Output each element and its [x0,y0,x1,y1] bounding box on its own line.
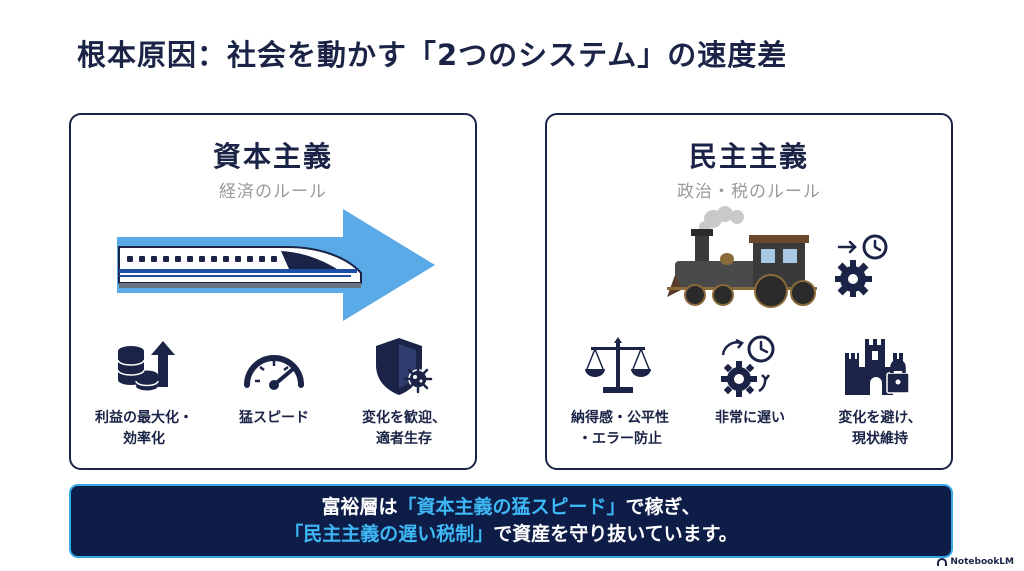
feature-status-quo: 変化を避け、 現状維持 [838,410,922,447]
democracy-panel: 民主主義 政治・税のルール [545,113,953,470]
capitalism-subtitle: 経済のルール [219,182,327,202]
bullet-train-icon [118,246,362,288]
democracy-subtitle: 政治・税のルール [677,182,821,202]
gear-clock-arrows-icon [721,335,775,397]
page-title: 根本原因：社会を動かす「2つのシステム」の速度差 [77,38,788,72]
capitalism-panel: 資本主義 経済のルール [69,113,477,470]
banner-line-1: 富裕層は「資本主義の猛スピード」で稼ぎ、 [321,496,701,518]
feature-very-slow: 非常に遅い [715,410,785,426]
feature-welcome-change: 変化を歓迎、 適者生存 [362,410,446,447]
castle-lock-icon [845,339,910,395]
balance-scale-icon [585,337,651,393]
shield-virus-icon [376,338,433,395]
democracy-title: 民主主義 [688,140,809,173]
notebooklm-brand: NotebookLM [937,557,1014,567]
speedometer-icon [244,355,304,390]
bullet-train-illustration [117,209,435,321]
steam-locomotive-icon [667,206,817,308]
feature-fairness: 納得感・公平性 ・エラー防止 [571,410,669,447]
notebooklm-logo-icon [937,558,948,566]
coins-growth-icon [117,341,175,391]
feature-profit-maximization: 利益の最大化・ 効率化 [95,410,193,447]
banner-line-2: 「民主主義の遅い税制」で資産を守り抜いています。 [284,523,738,545]
summary-banner: 富裕層は「資本主義の猛スピード」で稼ぎ、 「民主主義の遅い税制」で資産を守り抜い… [71,486,951,556]
feature-high-speed: 猛スピード [239,410,309,426]
capitalism-title: 資本主義 [212,140,333,173]
gear-clock-icon [835,234,888,297]
